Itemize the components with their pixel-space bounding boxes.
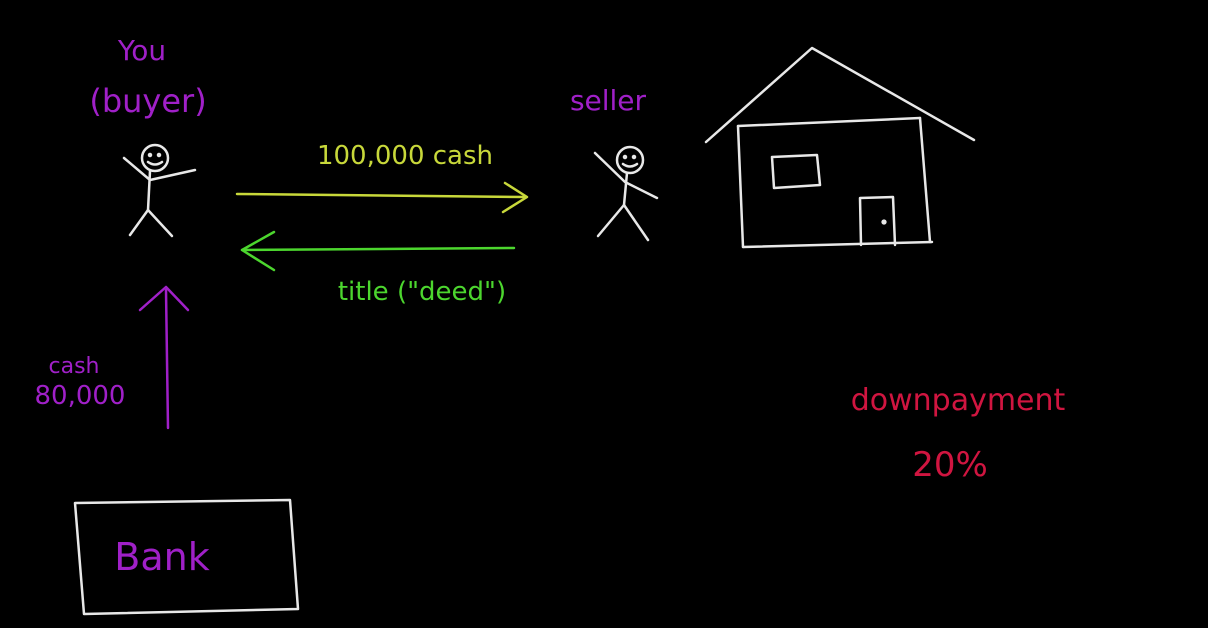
seller-figure [593, 145, 659, 242]
downpayment-label: downpayment [851, 383, 1066, 418]
bank-label: Bank [114, 535, 209, 579]
buyer-figure [122, 143, 197, 238]
buyer-label-you: You [117, 34, 166, 67]
title-arrow [240, 230, 516, 272]
cash-arrow [235, 181, 529, 214]
house-drawing [704, 46, 976, 249]
loan-arrow [138, 285, 190, 430]
loan-label-cash: cash [49, 354, 100, 379]
loan-label-amount: 80,000 [35, 381, 126, 411]
buyer-label-buyer: (buyer) [89, 82, 206, 120]
seller-label: seller [570, 84, 647, 117]
downpayment-percent: 20% [912, 445, 988, 485]
title-arrow-label: title ("deed") [338, 277, 506, 307]
cash-arrow-label: 100,000 cash [317, 141, 493, 171]
bank-box [73, 498, 300, 616]
